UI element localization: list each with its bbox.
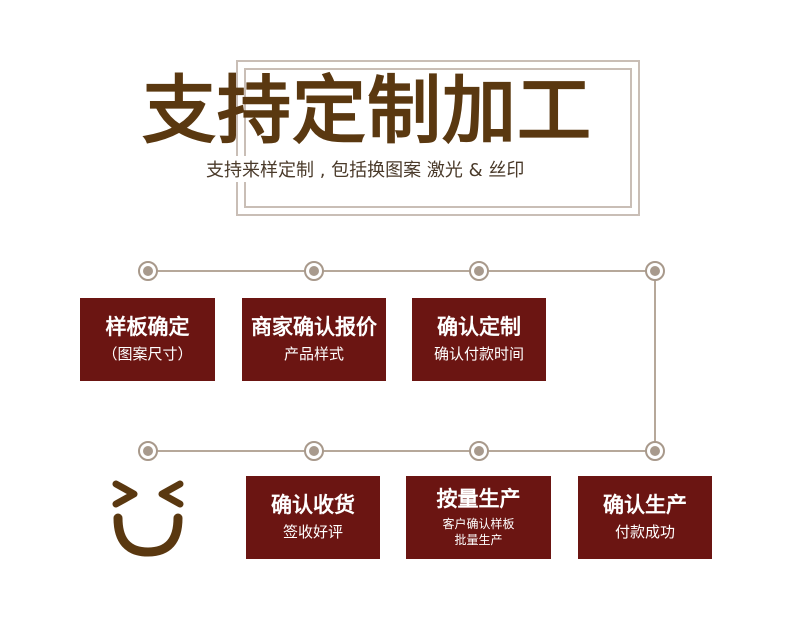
step-desc: 产品样式 <box>283 344 344 363</box>
timeline-node-icon <box>469 261 489 281</box>
step-title: 确认生产 <box>603 492 687 517</box>
step-confirm-custom: 确认定制 确认付款时间 <box>412 298 546 381</box>
step-desc: 签收好评 <box>282 522 343 541</box>
timeline-line-right <box>654 270 656 452</box>
timeline-node-icon <box>645 441 665 461</box>
step-merchant-quote: 商家确认报价 产品样式 <box>242 298 386 381</box>
step-title: 商家确认报价 <box>251 314 377 339</box>
header-frame-outer <box>236 60 640 216</box>
step-confirm-receipt: 确认收货 签收好评 <box>246 476 380 559</box>
header-frame-inner <box>244 68 632 208</box>
step-mass-production: 按量生产 客户确认样板 批量生产 <box>406 476 551 559</box>
step-title: 确认定制 <box>437 314 521 339</box>
timeline-node-icon <box>304 441 324 461</box>
timeline-node-icon <box>645 261 665 281</box>
step-title: 确认收货 <box>271 492 355 517</box>
step-desc: 确认付款时间 <box>433 344 524 363</box>
timeline-line-bottom <box>148 450 656 452</box>
page-title: 支持定制加工 <box>142 68 592 154</box>
step-desc: 付款成功 <box>614 522 675 541</box>
step-desc-line1: 客户确认样板 <box>442 516 515 531</box>
timeline-node-icon <box>469 441 489 461</box>
step-desc: （图案尺寸） <box>102 344 193 363</box>
step-title: 样板确定 <box>105 314 190 339</box>
timeline-node-icon <box>304 261 324 281</box>
step-title: 按量生产 <box>436 486 521 511</box>
smiley-icon <box>112 480 184 557</box>
page-subtitle: 支持来样定制 , 包括换图案 激光 & 丝印 <box>202 156 529 182</box>
step-confirm-production: 确认生产 付款成功 <box>578 476 712 559</box>
timeline-node-icon <box>138 441 158 461</box>
timeline-line-top <box>148 270 656 272</box>
step-sample-confirm: 样板确定 （图案尺寸） <box>80 298 215 381</box>
timeline-node-icon <box>138 261 158 281</box>
step-desc-line2: 批量生产 <box>454 533 503 548</box>
